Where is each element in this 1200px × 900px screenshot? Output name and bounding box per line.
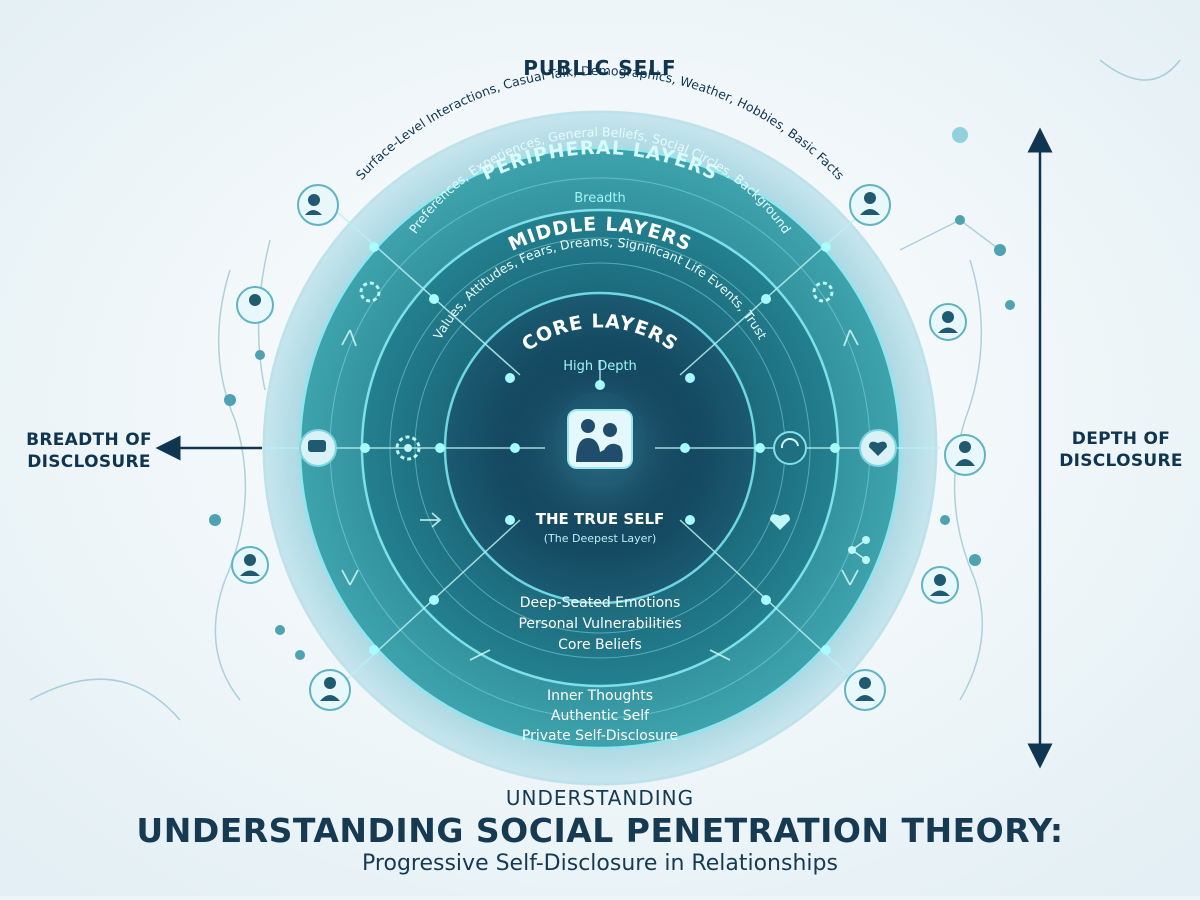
speech-icon xyxy=(297,184,339,226)
glow-nodes xyxy=(360,242,840,655)
network-icon xyxy=(848,536,870,564)
inner-list-item: Inner Thoughts xyxy=(547,688,653,704)
person-icon xyxy=(929,303,967,341)
sync-icon xyxy=(773,431,807,465)
person-icon xyxy=(231,546,269,584)
breadth-label-line: BREADTH OF xyxy=(26,430,152,450)
heart-icon xyxy=(859,429,897,467)
depth-label: DEPTH OF DISCLOSURE xyxy=(1046,428,1196,472)
deep-list-item: Core Beliefs xyxy=(558,637,642,653)
gear-icon xyxy=(395,435,421,461)
breadth-label: BREADTH OF DISCLOSURE xyxy=(14,429,164,473)
public-self-title: PUBLIC SELF xyxy=(523,56,676,80)
couple-icon xyxy=(567,409,633,469)
person-icon xyxy=(844,669,886,711)
core-layers-note: High Depth xyxy=(563,359,637,374)
inner-list-item: Private Self-Disclosure xyxy=(522,728,678,744)
peripheral-layers-note: Breadth xyxy=(574,191,626,206)
inner-list-item: Authentic Self xyxy=(551,708,650,724)
heart-icon xyxy=(770,514,790,530)
speech-icon xyxy=(299,429,337,467)
person-icon xyxy=(309,669,351,711)
person-icon xyxy=(849,184,891,226)
deep-list-item: Deep-Seated Emotions xyxy=(520,595,681,611)
gear-icon xyxy=(359,281,381,303)
breadth-label-line: DISCLOSURE xyxy=(27,452,151,472)
person-icon xyxy=(236,286,274,324)
person-icon xyxy=(944,434,986,476)
subtitle: Progressive Self-Disclosure in Relations… xyxy=(362,851,838,876)
depth-label-line: DEPTH OF xyxy=(1071,429,1171,449)
deep-list-item: Personal Vulnerabilities xyxy=(518,616,681,632)
true-self-subtitle: (The Deepest Layer) xyxy=(544,532,657,545)
decorative-nodes xyxy=(209,127,1015,660)
gear-icon xyxy=(812,281,834,303)
true-self-title: THE TRUE SELF xyxy=(536,510,665,528)
orbit-arrows xyxy=(341,329,859,661)
depth-label-line: DISCLOSURE xyxy=(1059,451,1183,471)
pre-title: UNDERSTANDING xyxy=(505,786,695,810)
person-icon xyxy=(921,566,959,604)
main-title: UNDERSTANDING SOCIAL PENETRATION THEORY: xyxy=(136,811,1064,850)
